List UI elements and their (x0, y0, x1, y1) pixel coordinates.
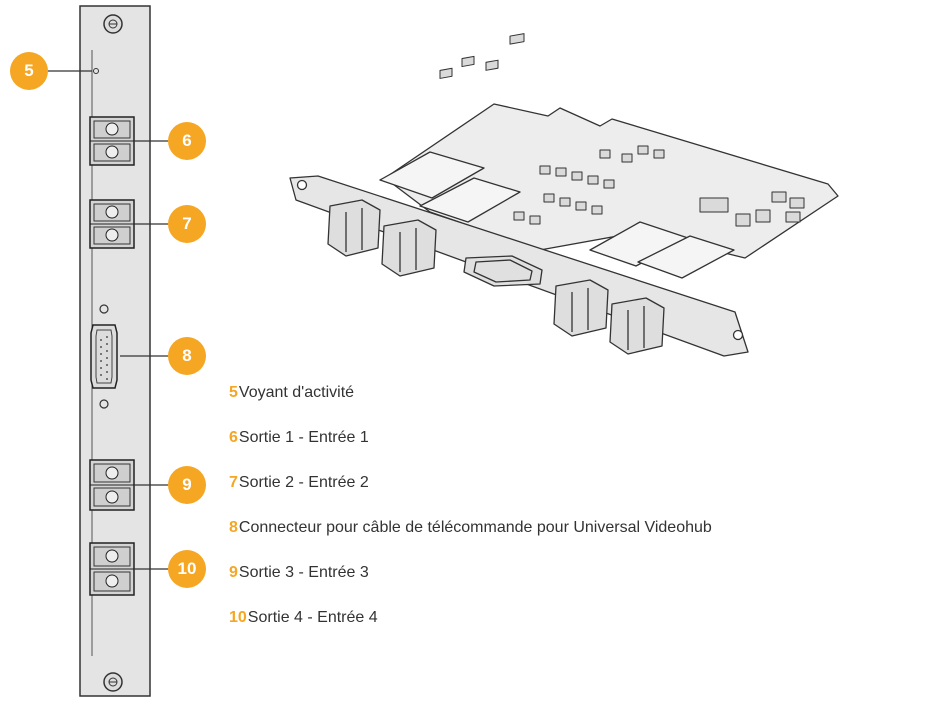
legend-item: 5 Voyant d'activité (229, 370, 712, 415)
legend-number: 7 (229, 473, 238, 491)
leader-lines (48, 70, 168, 570)
badge-5: 5 (10, 52, 48, 90)
legend-text: Sortie 3 - Entrée 3 (238, 563, 369, 581)
legend-item: 9 Sortie 3 - Entrée 3 (229, 550, 712, 595)
port-4-icon (89, 542, 135, 596)
legend-text: Sortie 1 - Entrée 1 (238, 428, 369, 446)
legend-item: 6 Sortie 1 - Entrée 1 (229, 415, 712, 460)
legend-item: 7 Sortie 2 - Entrée 2 (229, 460, 712, 505)
legend-item: 8 Connecteur pour câble de télécommande … (229, 505, 712, 550)
legend-list: 5 Voyant d'activité 6 Sortie 1 - Entrée … (229, 370, 712, 640)
legend-text: Sortie 2 - Entrée 2 (238, 473, 369, 491)
card-port-2-icon (381, 219, 437, 277)
port-1-icon (89, 116, 135, 166)
pcb-components (439, 33, 805, 227)
remote-connector-icon (90, 304, 118, 409)
top-screw-icon (103, 14, 123, 34)
port-2-icon (89, 199, 135, 249)
legend-number: 6 (229, 428, 238, 446)
port-3-icon (89, 459, 135, 511)
badge-7: 7 (168, 205, 206, 243)
legend-number: 8 (229, 518, 238, 536)
legend-text: Connecteur pour câble de télécommande po… (238, 518, 712, 536)
legend-text: Voyant d'activité (238, 383, 355, 401)
card-port-3-icon (553, 279, 609, 337)
card-remote-connector-icon (463, 255, 543, 287)
bottom-screw-icon (103, 672, 123, 692)
legend-item: 10 Sortie 4 - Entrée 4 (229, 595, 712, 640)
badge-8: 8 (168, 337, 206, 375)
legend-number: 5 (229, 383, 238, 401)
legend-number: 9 (229, 563, 238, 581)
activity-led-icon (93, 68, 99, 74)
card-port-1-icon (327, 199, 381, 257)
interface-card-illustration (289, 33, 839, 357)
legend-text: Sortie 4 - Entrée 4 (247, 608, 378, 626)
badge-9: 9 (168, 466, 206, 504)
card-port-4-icon (609, 297, 665, 355)
badge-10: 10 (168, 550, 206, 588)
legend-number: 10 (229, 608, 247, 626)
badge-6: 6 (168, 122, 206, 160)
